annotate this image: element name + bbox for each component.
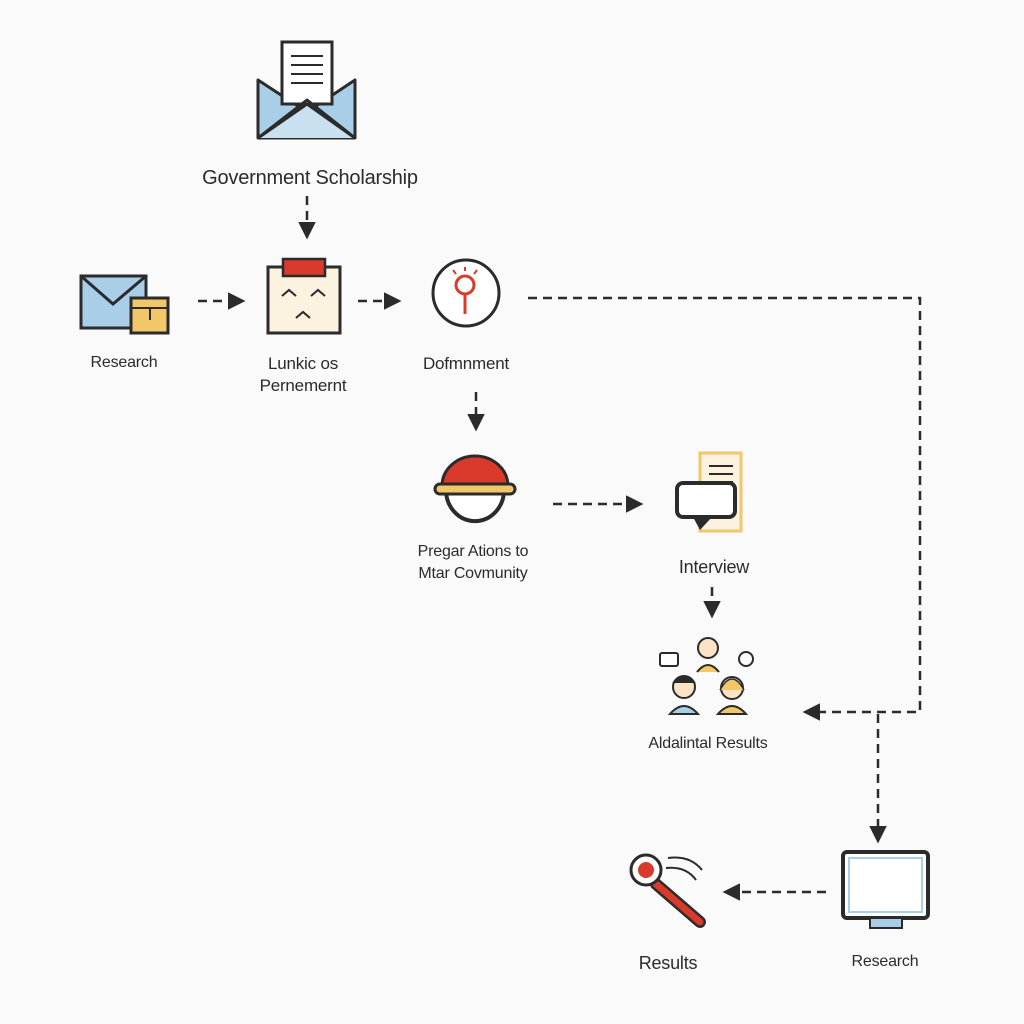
label-line: Research — [851, 953, 919, 970]
mail-folder-icon — [79, 274, 170, 335]
monitor-icon — [841, 850, 930, 929]
label-line: Results — [638, 953, 698, 973]
label-line: Pregar Ations to — [417, 543, 529, 560]
label-permanent: Lunkic os Pernemernt — [228, 353, 378, 397]
label-line: Dofmnment — [422, 354, 510, 373]
label-community: Pregar Ations to Mtar Covmunity — [388, 541, 558, 585]
label-line: Research — [90, 354, 158, 371]
magnifier-icon — [629, 853, 706, 928]
label-research-left: Research — [64, 352, 184, 374]
label-additional-results: Aldalintal Results — [618, 733, 798, 755]
chat-document-icon — [675, 451, 743, 533]
label-document: Dofmnment — [396, 353, 536, 375]
label-line: Interview — [678, 557, 750, 577]
label-government-scholarship: Government Scholarship — [160, 167, 460, 189]
label-line: Government Scholarship — [202, 167, 418, 189]
connectors — [198, 196, 922, 901]
label-research-right: Research — [825, 951, 945, 973]
lightbulb-icon — [431, 258, 501, 328]
people-group-icon — [659, 637, 754, 715]
label-line: Lunkic os — [267, 354, 339, 373]
label-results: Results — [608, 952, 728, 974]
label-line: Aldalintal Results — [648, 735, 768, 752]
arrow-document-to-additional — [528, 296, 922, 721]
label-line: Mtar Covmunity — [418, 565, 528, 582]
clipboard-icon — [266, 257, 342, 335]
label-interview: Interview — [644, 556, 784, 578]
hard-hat-icon — [433, 454, 517, 524]
envelope-letter-icon — [256, 40, 357, 140]
label-line: Pernemernt — [259, 376, 347, 395]
